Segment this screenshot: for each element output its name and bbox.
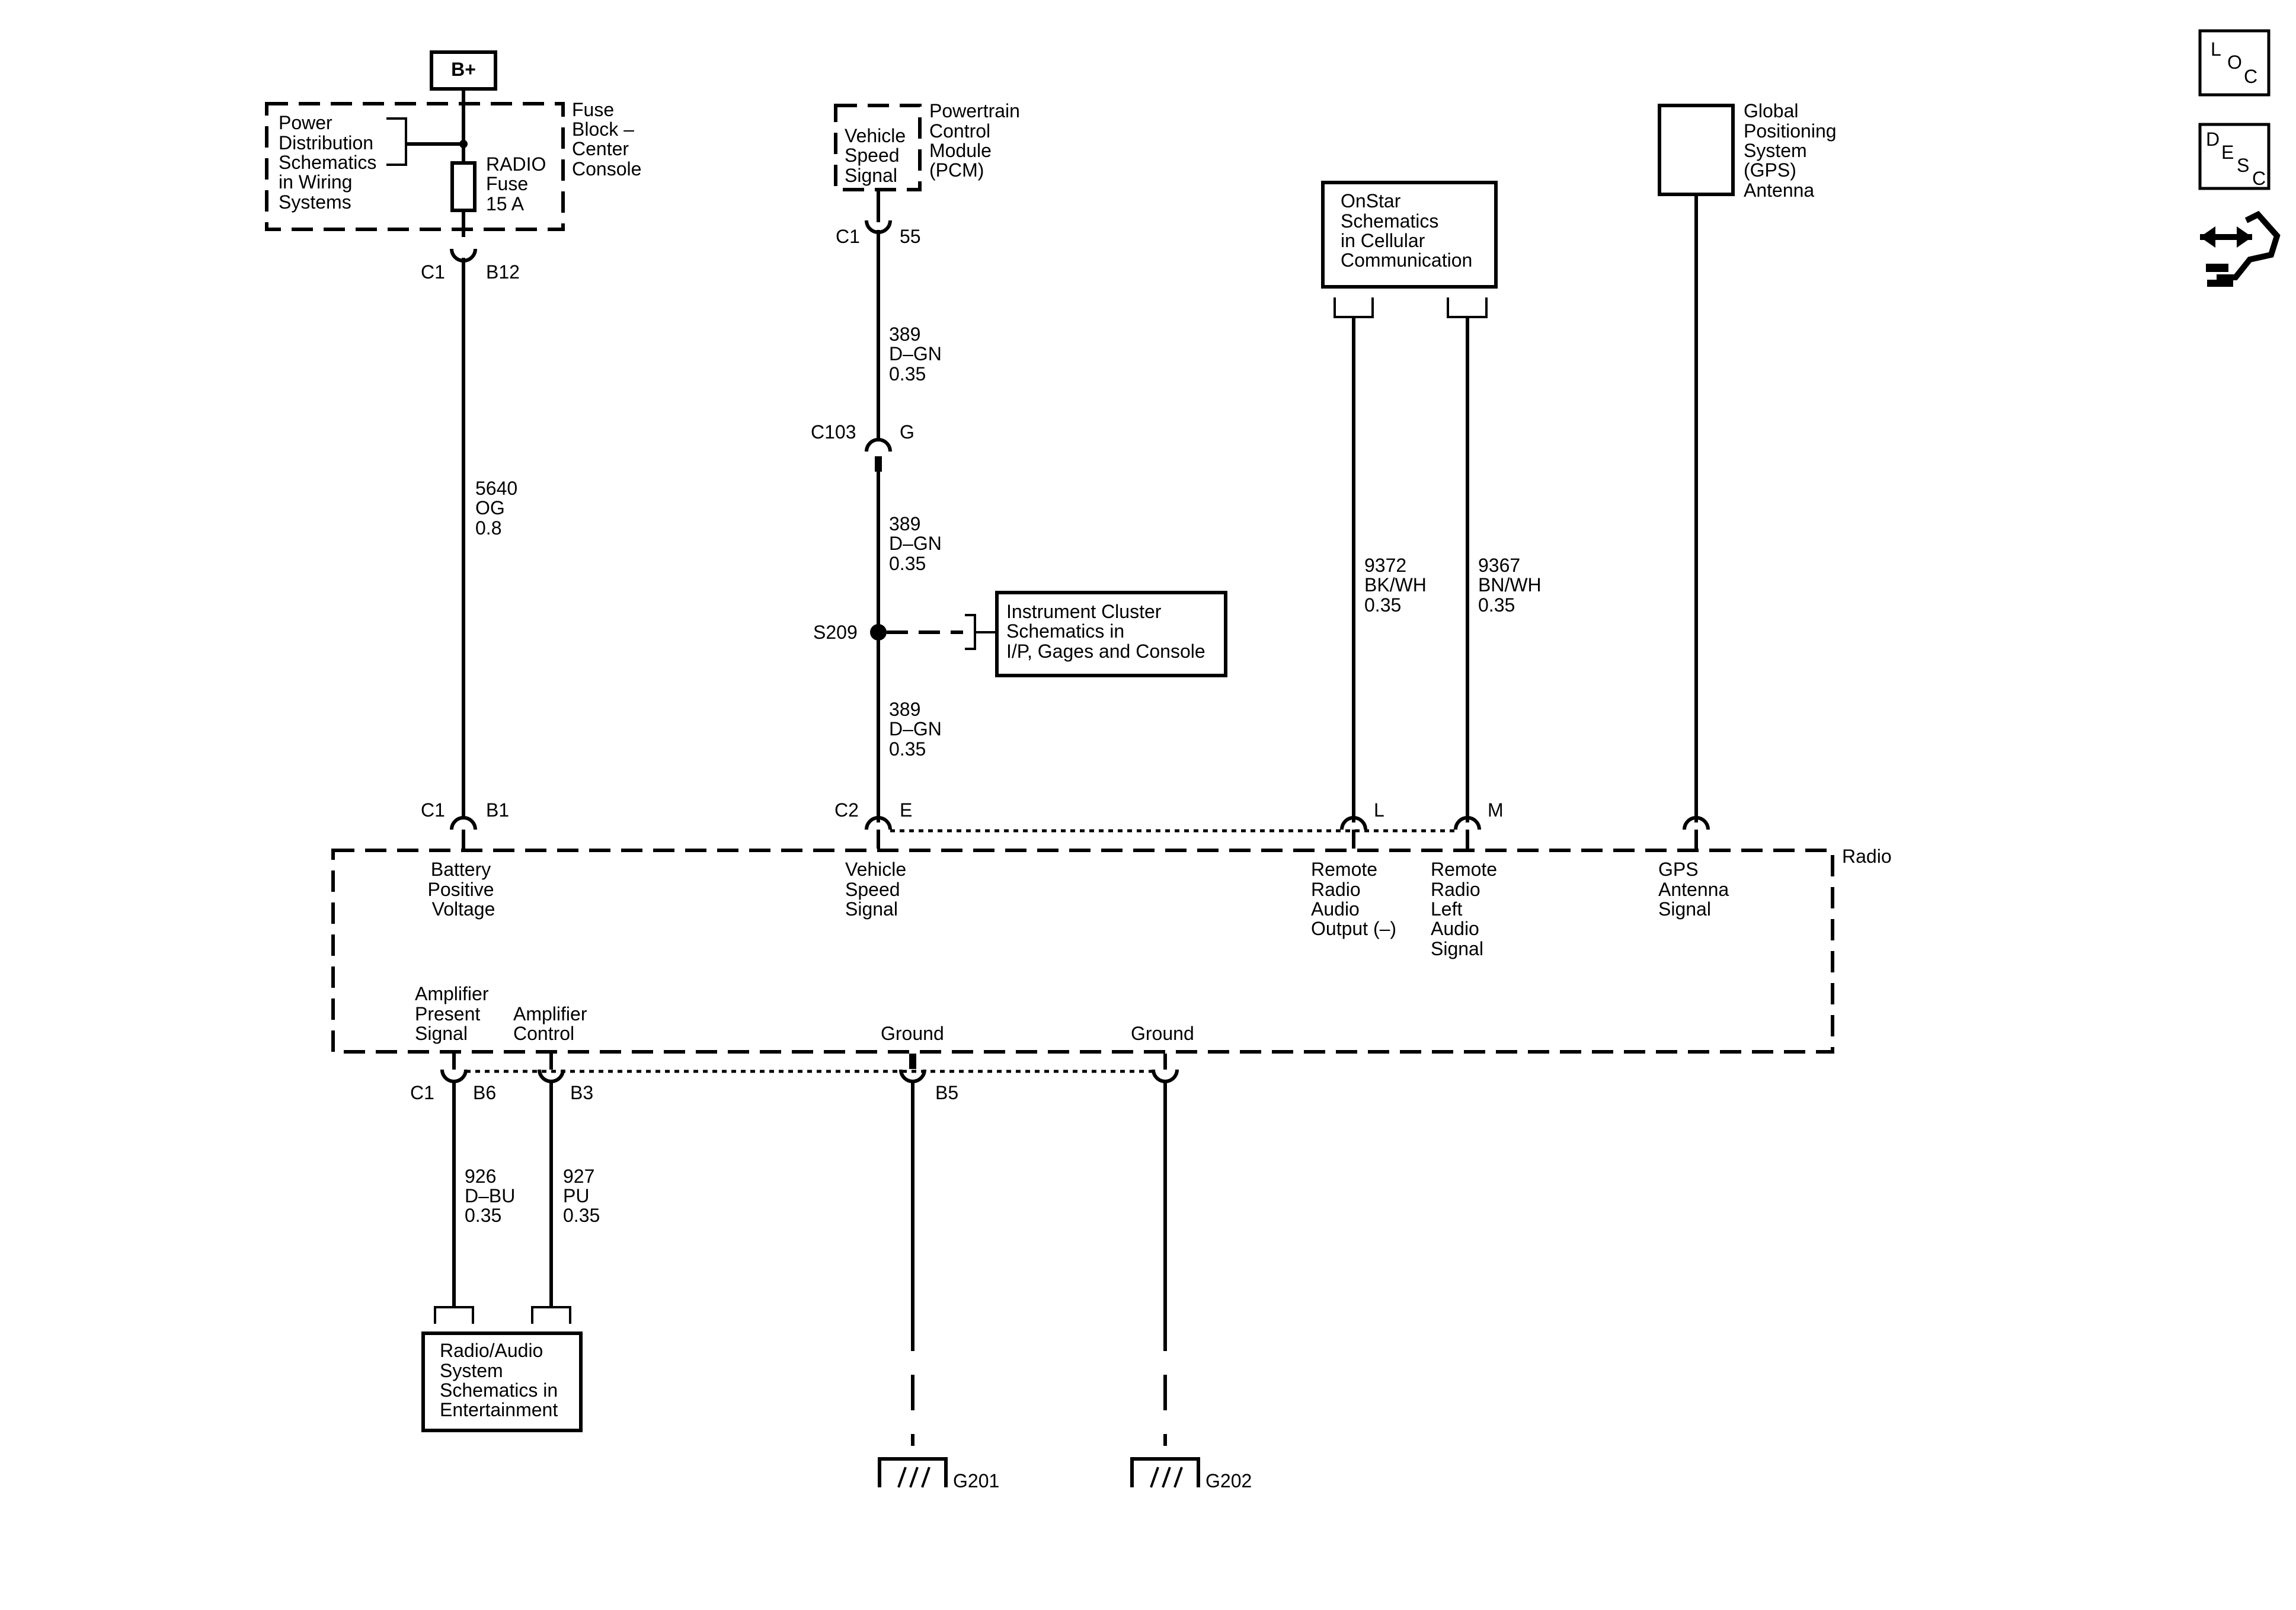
onstar-box <box>1321 181 1498 289</box>
svg-text:D: D <box>2206 129 2220 150</box>
gps-section: Global Positioning System (GPS) Antenna <box>1658 100 1841 849</box>
onstar-section: OnStar Schematics in Cellular Communicat… <box>1321 181 1547 849</box>
wire-5640-label: 5640 OG 0.8 <box>475 478 523 539</box>
svg-text:E: E <box>2221 142 2234 163</box>
b1-label: B1 <box>486 799 509 821</box>
ground-2-label: Ground <box>1131 1023 1194 1044</box>
instrument-cluster-box <box>995 591 1227 677</box>
svg-text:C: C <box>2252 168 2266 189</box>
speed-section: Vehicle Speed Signal Powertrain Control … <box>811 100 1227 849</box>
gps-antenna-label: Global Positioning System (GPS) Antenna <box>1744 100 1841 201</box>
radio-audio-box <box>421 1331 583 1432</box>
ground-g202-icon <box>1130 1457 1200 1488</box>
connector-l <box>1340 816 1367 830</box>
radio-outline <box>331 849 1834 1054</box>
c2-label: C2 <box>834 799 859 821</box>
ground-g201-icon <box>878 1457 948 1488</box>
l-label: L <box>1374 799 1384 821</box>
desc-icon[interactable]: D E S C <box>2198 123 2271 190</box>
e-label: E <box>900 799 912 821</box>
b5-label: B5 <box>935 1082 958 1103</box>
connector-c1-b1 <box>450 816 477 830</box>
pcm-signal-text: Vehicle Speed Signal <box>845 125 911 186</box>
b3-label: B3 <box>570 1082 593 1103</box>
b12-label: B12 <box>486 261 520 283</box>
connector-c2-e <box>865 816 892 830</box>
connector-gps <box>1683 816 1710 830</box>
connector-m <box>1454 816 1481 830</box>
svg-text:S: S <box>2237 155 2249 176</box>
m-label: M <box>1488 799 1504 821</box>
bplus-label: B+ <box>451 59 476 80</box>
vehicle-speed-signal-label: Vehicle Speed Signal <box>845 859 912 920</box>
connector-end-view-icon[interactable] <box>2200 210 2281 287</box>
wire-9367-label: 9367 BN/WH 0.35 <box>1478 555 1547 616</box>
gps-antenna-signal-label: GPS Antenna Signal <box>1658 859 1734 920</box>
battery-positive-voltage-label: Battery Positive Voltage <box>428 859 500 920</box>
g-label: G <box>900 421 914 443</box>
radio-fuse <box>450 161 477 212</box>
connector-c103 <box>865 438 892 452</box>
g201-label: G201 <box>953 1470 999 1491</box>
svg-text:C: C <box>2244 66 2257 87</box>
instrument-cluster-text: Instrument Cluster Schematics in I/P, Ga… <box>1006 601 1205 662</box>
b6-label: B6 <box>473 1082 496 1103</box>
c1-b1-label: C1 <box>421 799 445 821</box>
ground-1-label: Ground <box>881 1023 944 1044</box>
g202-label: G202 <box>1205 1470 1252 1491</box>
remote-radio-audio-output-label: Remote Radio Audio Output (–) <box>1311 859 1396 939</box>
wire-389-a-label: 389 D–GN 0.35 <box>889 324 947 385</box>
splice-s209 <box>870 624 887 641</box>
pin-55-label: 55 <box>900 226 921 247</box>
amplifier-control-label: Amplifier Control <box>513 1003 592 1044</box>
power-section: B+ Power Distribution Schematics in Wiri… <box>265 50 641 849</box>
wire-927-label: 927 PU 0.35 <box>563 1166 600 1226</box>
radio-label: Radio <box>1842 846 1892 867</box>
fuse-block-label: Fuse Block – Center Console <box>572 99 641 180</box>
svg-text:L: L <box>2211 39 2221 60</box>
radio-module: Radio Battery Positive Voltage Vehicle S… <box>331 846 1892 1054</box>
radio-audio-text: Radio/Audio System Schematics in Enterta… <box>440 1340 563 1420</box>
amplifier-present-signal-label: Amplifier Present Signal <box>415 983 494 1044</box>
wire-389-b-label: 389 D–GN 0.35 <box>889 513 947 574</box>
wire-926-label: 926 D–BU 0.35 <box>465 1166 520 1226</box>
s209-label: S209 <box>813 622 858 643</box>
c1-label: C1 <box>421 261 445 283</box>
fuse-block-outline <box>265 102 565 231</box>
c103-label: C103 <box>811 421 856 443</box>
wire-389-c-label: 389 D–GN 0.35 <box>889 699 947 760</box>
c1-55-conn-label: C1 <box>836 226 860 247</box>
c1-b6-label: C1 <box>410 1082 434 1103</box>
power-dist-text: Power Distribution Schematics in Wiring … <box>279 112 382 213</box>
remote-radio-left-audio-label: Remote Radio Left Audio Signal <box>1431 859 1502 959</box>
pcm-label: Powertrain Control Module (PCM) <box>929 100 1025 181</box>
bottom-section: C1 B6 B3 B5 926 D–BU 0.35 927 PU 0.35 Ra… <box>410 1054 1252 1491</box>
svg-text:O: O <box>2227 52 2242 73</box>
loc-icon[interactable]: L O C <box>2198 29 2271 97</box>
gps-antenna-box <box>1658 104 1735 196</box>
wire-9372-label: 9372 BK/WH 0.35 <box>1364 555 1432 616</box>
onstar-text: OnStar Schematics in Cellular Communicat… <box>1341 190 1472 271</box>
fuse-label: RADIO Fuse 15 A <box>486 153 551 215</box>
